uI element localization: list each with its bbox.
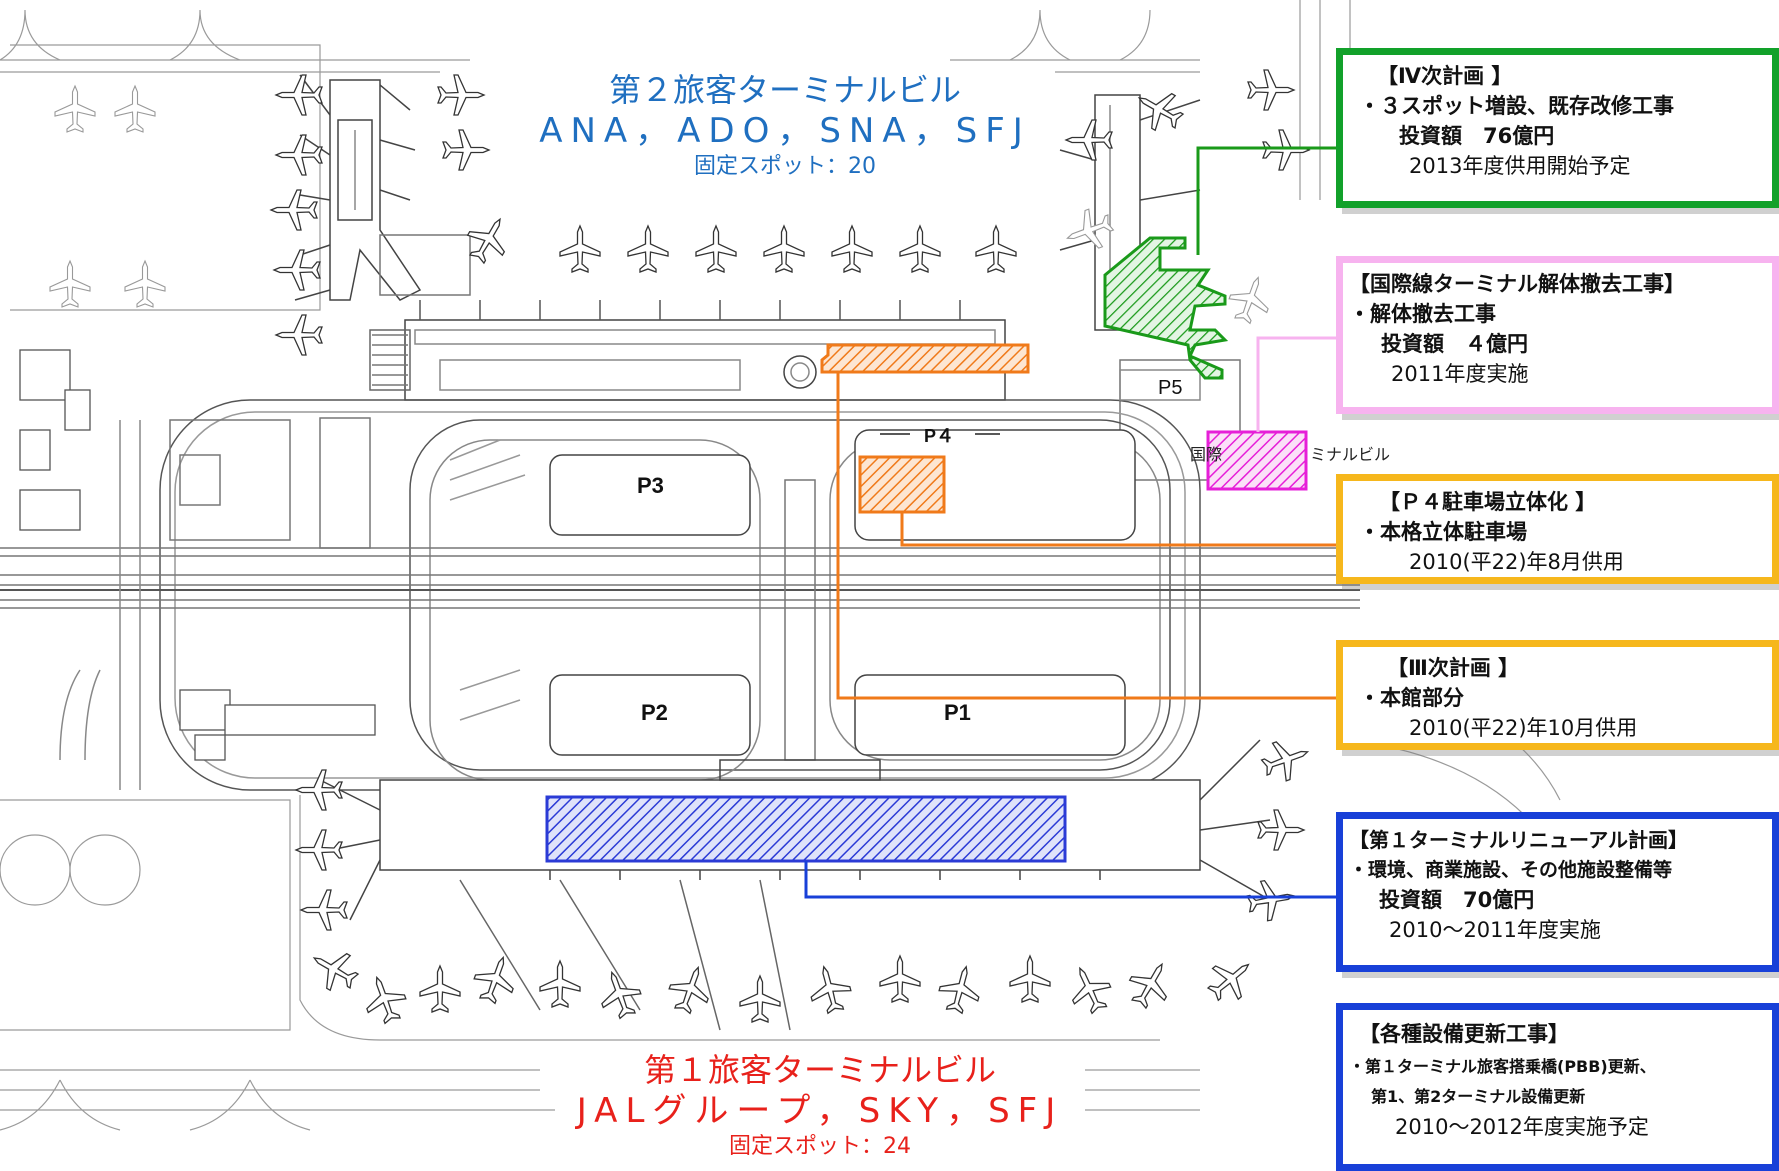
parking-label-p1: P1	[944, 700, 971, 725]
parking-p1-block	[854, 674, 1126, 756]
connector-phase4	[1196, 146, 1336, 255]
p4-parking-area-highlight	[858, 455, 946, 514]
connector-p4	[900, 512, 1336, 547]
parking-p3-block	[549, 454, 751, 536]
connector-intl	[1256, 336, 1336, 432]
left-ancillary-buildings	[19, 349, 376, 761]
terminal2-airlines: ANA，ADO，SNA，SFJ	[539, 111, 1031, 151]
callout-phase4-title: 【Ⅳ次計画 】	[1377, 64, 1513, 88]
terminal1-spots: 固定スポット：24	[729, 1134, 911, 1159]
callout-p4-date: 2010(平22)年8月供用	[1409, 550, 1624, 574]
callout-phase4-date: 2013年度供用開始予定	[1409, 154, 1631, 178]
terminal1-airlines: JALグループ，SKY，SFJ	[576, 1091, 1064, 1131]
parking-label-p4: P４	[924, 426, 955, 446]
intl-label-right: ミナルビル	[1310, 447, 1391, 464]
terminal1-title-block: 第１旅客ターミナルビル JALグループ，SKY，SFJ 固定スポット：24	[555, 1050, 1085, 1162]
intl-label-left: 国際	[1190, 447, 1223, 464]
callout-facility-item: ・第１ターミナル旅客搭乗橋(PBB)更新、	[1349, 1057, 1656, 1076]
callout-phase3-item: ・本館部分	[1359, 686, 1464, 710]
phase4-area-highlight	[1103, 236, 1229, 380]
callout-p4-title: 【Ｐ４駐車場立体化 】	[1379, 490, 1597, 514]
callout-facility-title: 【各種設備更新工事】	[1359, 1022, 1569, 1046]
callout-intl-investment: 投資額 ４億円	[1381, 332, 1528, 356]
parking-p5-block	[1119, 369, 1201, 401]
parking-p2-block	[549, 674, 751, 756]
callout-t1-renewal: 【第１ターミナルリニューアル計画】 ・環境、商業施設、その他施設整備等 投資額 …	[1336, 812, 1779, 972]
callout-phase3-title: 【Ⅲ次計画 】	[1387, 656, 1520, 680]
terminal2-name: 第２旅客ターミナルビル	[608, 71, 961, 109]
callout-phase3-date: 2010(平22)年10月供用	[1409, 716, 1638, 740]
callout-intl-title: 【国際線ターミナル解体撤去工事】	[1349, 272, 1685, 296]
intl-terminal-area-highlight	[1206, 430, 1308, 491]
callout-intl-date: 2011年度実施	[1391, 362, 1529, 386]
callout-facility-item2: 第1、第2ターミナル設備更新	[1371, 1087, 1586, 1106]
callout-p4-item: ・本格立体駐車場	[1359, 520, 1527, 544]
callout-t1-title: 【第１ターミナルリニューアル計画】	[1349, 828, 1688, 852]
parking-label-p3: P3	[637, 473, 664, 498]
callout-phase3: 【Ⅲ次計画 】 ・本館部分 2010(平22)年10月供用	[1336, 640, 1779, 750]
phase3-area-highlight	[820, 343, 1030, 374]
callout-phase4-item: ・３スポット増設、既存改修工事	[1359, 94, 1674, 118]
terminal2-title-block: 第２旅客ターミナルビル ANA，ADO，SNA，SFJ 固定スポット：20	[515, 70, 1055, 182]
callout-facility-date: 2010～2012年度実施予定	[1395, 1115, 1649, 1139]
terminal1-renewal-area-highlight	[545, 795, 1067, 863]
callout-p4-parking: 【Ｐ４駐車場立体化 】 ・本格立体駐車場 2010(平22)年8月供用	[1336, 474, 1779, 584]
callout-t1-date: 2010～2011年度実施	[1389, 918, 1601, 942]
parking-road-network	[0, 399, 1360, 791]
callout-t1-investment: 投資額 70億円	[1379, 888, 1535, 912]
callout-facility-update: 【各種設備更新工事】 ・第１ターミナル旅客搭乗橋(PBB)更新、 第1、第2ター…	[1336, 1003, 1779, 1171]
callout-phase4-investment: 投資額 76億円	[1399, 124, 1555, 148]
connector-phase3	[836, 372, 1336, 700]
parking-label-p5: P5	[1158, 377, 1183, 399]
parking-blocks	[169, 369, 1201, 761]
terminal1-name: 第１旅客ターミナルビル	[643, 1051, 996, 1089]
callout-connectors	[804, 146, 1336, 899]
connector-t1	[804, 861, 1336, 899]
callout-intl-demolition: 【国際線ターミナル解体撤去工事】 ・解体撤去工事 投資額 ４億円 2011年度実…	[1336, 256, 1779, 414]
callout-phase4: 【Ⅳ次計画 】 ・３スポット増設、既存改修工事 投資額 76億円 2013年度供…	[1336, 48, 1779, 208]
terminal1-building	[319, 739, 1271, 1031]
callout-intl-item: ・解体撤去工事	[1349, 302, 1496, 326]
callout-t1-item: ・環境、商業施設、その他施設整備等	[1349, 859, 1673, 881]
terminal2-pier	[294, 74, 471, 301]
terminal2-spots: 固定スポット：20	[694, 154, 876, 179]
parking-label-p2: P2	[641, 700, 668, 725]
